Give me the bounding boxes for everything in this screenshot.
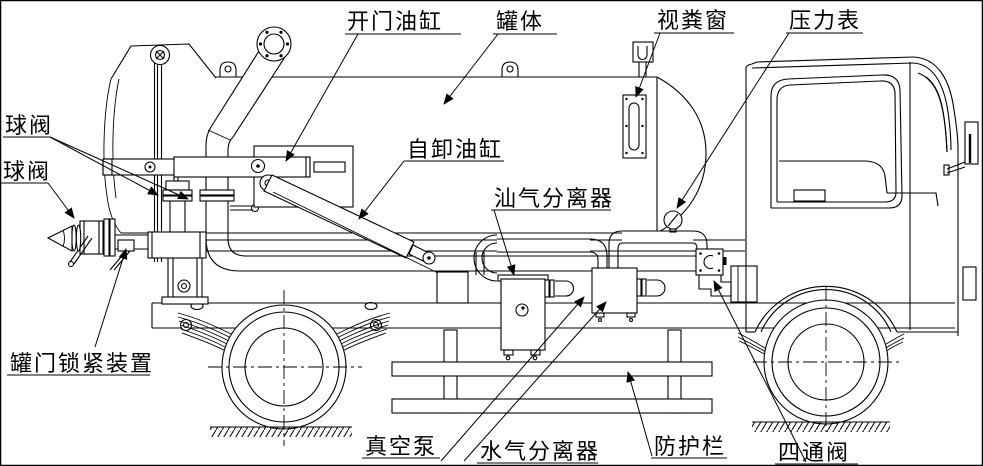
rear-valve-assembly-drawing [46,26,292,305]
label-four-way-valve: 四通阀 [778,440,850,465]
labels: 开门油缸 罐体 视粪窗 压力表 球阀 球阀 自卸油缸 汕气分离器 罐门锁紧装置 … [1,8,863,465]
label-guard-rail: 防护栏 [654,434,726,459]
label-ball-valve-lower: 球阀 [3,159,51,184]
piping-drawing [240,230,708,282]
chassis-drawing [151,239,955,359]
label-sight-window: 视粪窗 [657,8,729,33]
front-wheel-drawing [753,287,902,432]
four-way-valve-drawing [695,248,732,297]
guard-rail-drawing [391,329,713,414]
leader-lines [47,32,807,463]
label-ball-valve-upper: 球阀 [5,113,53,138]
cylinders-drawing [102,145,469,304]
rear-wheel-drawing [208,290,362,446]
label-pressure-gauge: 压力表 [789,8,861,33]
sight-window-drawing [622,94,647,159]
ground-hatch [210,421,890,437]
oil-gas-separator-drawing [497,274,574,361]
water-gas-separator-drawing [591,267,666,323]
label-door-open-cylinder: 开门油缸 [347,9,443,34]
label-tank: 罐体 [496,9,544,34]
label-dump-cylinder: 自卸油缸 [407,137,503,162]
label-oil-gas-separator: 汕气分离器 [494,186,614,211]
pressure-gauge-drawing [663,210,683,233]
label-water-gas-separator: 水气分离器 [480,439,600,464]
truck-cab-drawing [730,56,979,336]
tank-body-drawing [103,41,707,262]
label-tank-door-lock: 罐门锁紧装置 [10,351,154,376]
label-vacuum-pump: 真空泵 [365,434,437,459]
